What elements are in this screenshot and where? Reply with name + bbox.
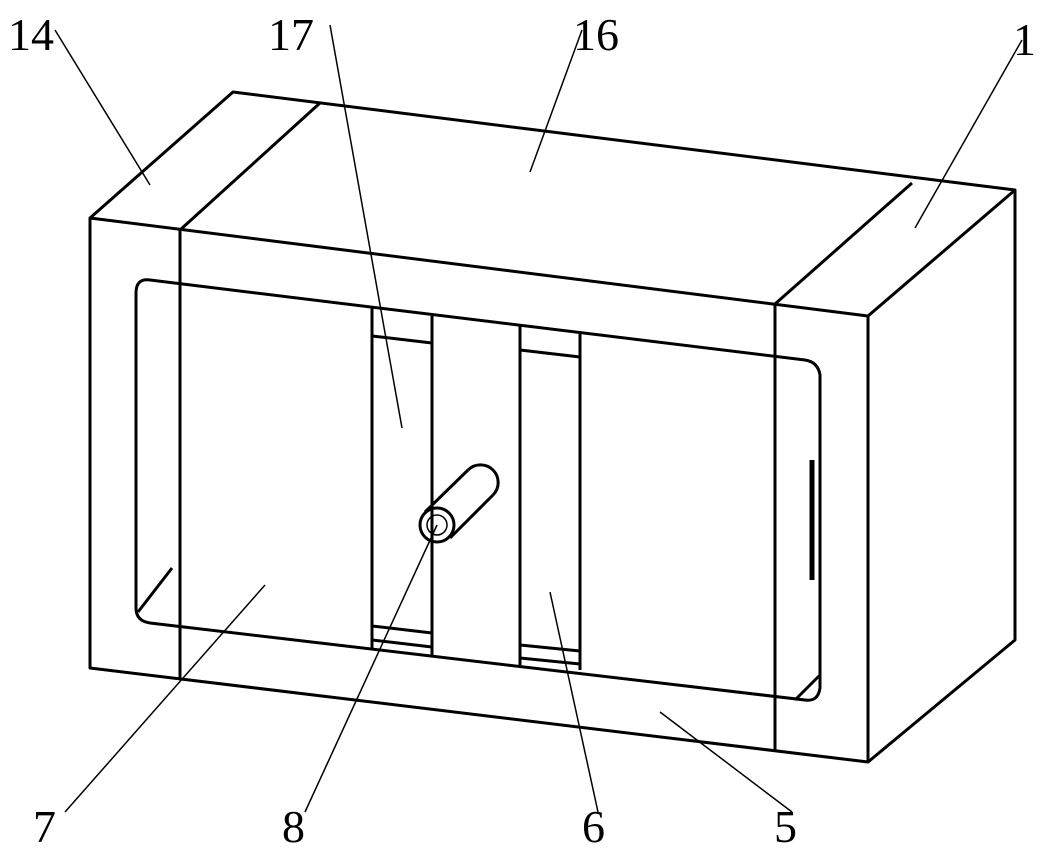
left-band-14 [180,103,320,678]
label-17: 17 [268,9,314,60]
label-8: 8 [282,801,305,848]
inner-window [136,280,820,700]
leader-lines [55,25,1022,812]
label-6: 6 [582,801,605,848]
label-1: 1 [1013,14,1036,65]
label-16: 16 [573,9,619,60]
label-5: 5 [774,801,797,848]
label-7: 7 [33,801,56,848]
right-band-1 [775,183,912,750]
label-14: 14 [8,9,54,60]
center-panels [372,308,580,670]
